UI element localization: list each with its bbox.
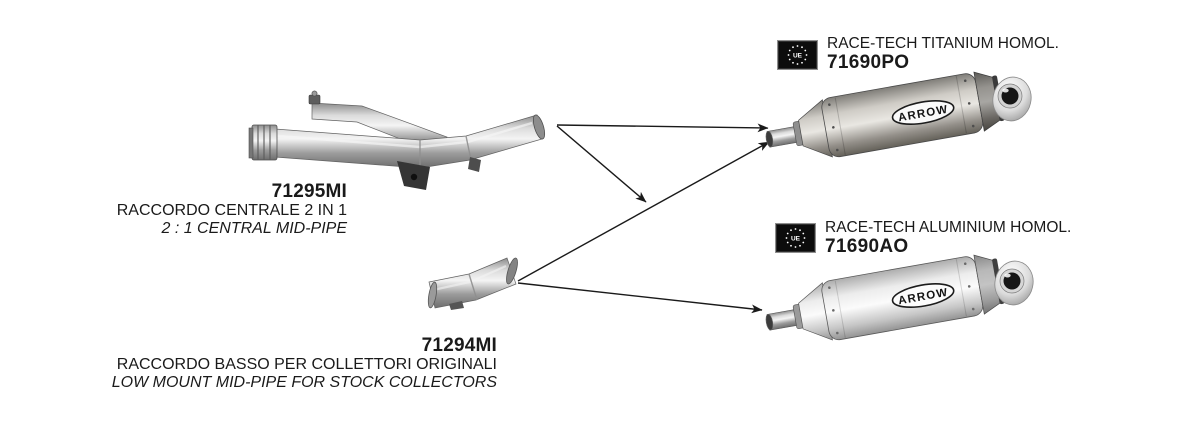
aluminium-label-block: RACE-TECH ALUMINIUM HOMOL. 71690AO [825, 219, 1071, 257]
silencer-titanium-image: ARROW [765, 71, 1005, 158]
aluminium-part-code: 71690AO [825, 236, 909, 257]
endcap-titanium-image [992, 76, 1032, 122]
midpipe-part-code: 71295MI [271, 181, 347, 202]
eu-homologation-icon: UE [777, 40, 818, 70]
lowpipe-part-code: 71294MI [421, 335, 497, 356]
lowpipe-title-italian: RACCORDO BASSO PER COLLETTORI ORIGINALI [116, 356, 497, 373]
midpipe-label-block: 71295MI RACCORDO CENTRALE 2 IN 1 2 : 1 C… [117, 182, 347, 238]
arrow-logo-badge-titanium: ARROW [891, 100, 955, 126]
titanium-silencer-title: RACE-TECH TITANIUM HOMOL. [827, 35, 1059, 52]
eu-badge-text: UE [791, 235, 801, 242]
aluminium-silencer-title: RACE-TECH ALUMINIUM HOMOL. [825, 219, 1072, 236]
midpipe-title-italian: RACCORDO CENTRALE 2 IN 1 [116, 202, 347, 219]
low-pipe-image [427, 257, 518, 310]
eu-badge-text: UE [793, 52, 803, 59]
arrow-logo-badge-aluminium: ARROW [891, 283, 955, 309]
arrow-midpipe-to-titanium [556, 123, 769, 133]
eu-homologation-icon: UE [775, 223, 816, 253]
endcap-aluminium-image [994, 260, 1034, 306]
titanium-label-block: RACE-TECH TITANIUM HOMOL. 71690PO [827, 35, 1059, 73]
midpipe-title-english: 2 : 1 CENTRAL MID-PIPE [161, 220, 347, 237]
arrow-lowpipe-to-titanium [517, 141, 770, 282]
silencer-aluminium-image: ARROW [765, 254, 1005, 341]
connector-arrows [517, 123, 770, 314]
arrow-lowpipe-to-aluminium [517, 282, 763, 314]
mid-pipe-image [248, 90, 546, 190]
lowpipe-title-english: LOW MOUNT MID-PIPE FOR STOCK COLLECTORS [111, 374, 497, 391]
arrow-midpipe-down [556, 125, 647, 203]
lowpipe-label-block: 71294MI RACCORDO BASSO PER COLLETTORI OR… [112, 336, 497, 392]
titanium-part-code: 71690PO [827, 52, 910, 73]
